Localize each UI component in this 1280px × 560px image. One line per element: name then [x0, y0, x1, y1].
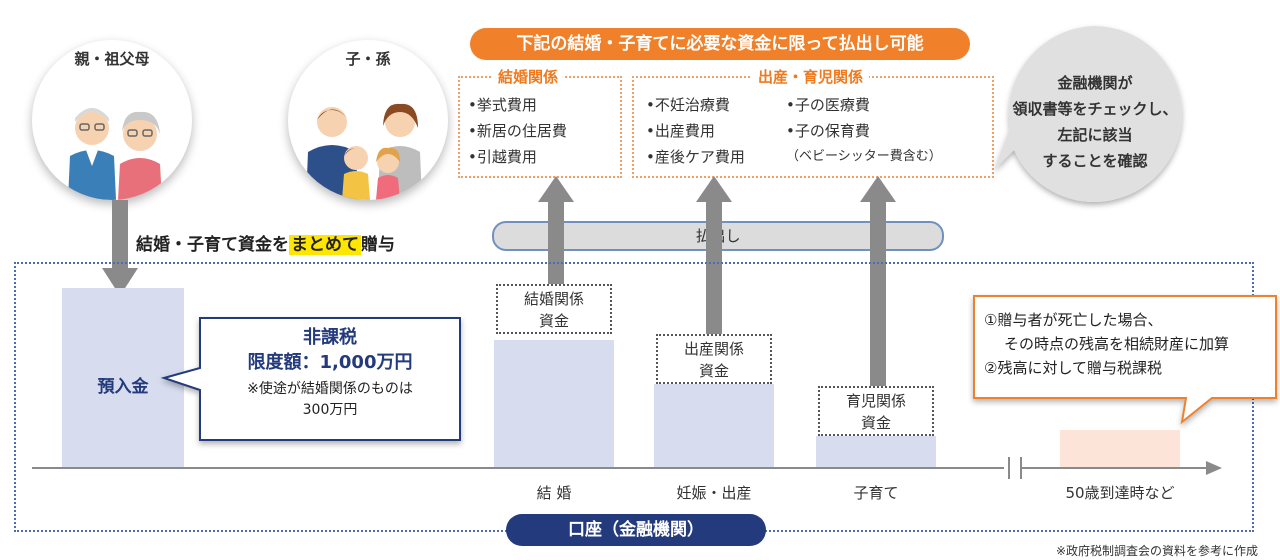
bank-bubble-shape: [994, 26, 1182, 202]
remaining-balance-bar: [1060, 430, 1180, 468]
list-item: （ベビーシッター費含む）: [786, 149, 942, 164]
termination-line: ①贈与者が死亡した場合、: [984, 311, 1163, 329]
tax-note-line: 300万円: [302, 402, 358, 418]
birth-fund-bar: [654, 384, 774, 468]
tax-limit-amount: 限度額：1,000万円: [247, 352, 413, 373]
list-item: •挙式費用: [468, 96, 537, 114]
fund-label-line: 資金: [698, 362, 729, 380]
children-label: 子・孫: [345, 50, 391, 68]
termination-line: その時点の残高を相続財産に加算: [1004, 335, 1230, 353]
fund-label-line: 結婚関係: [523, 290, 584, 308]
account-label: 口座（金融機関）: [506, 514, 766, 546]
axis-label-pregnancy: 妊娠・出産: [676, 484, 752, 502]
list-item: •子の保育費: [786, 122, 870, 140]
marriage-box-title: 結婚関係: [492, 66, 565, 87]
time-axis: [32, 467, 1004, 469]
time-axis-arrow-head: [1206, 461, 1222, 475]
bank-check-text: 金融機関が 領収書等をチェックし、 左記に該当 することを確認: [1010, 70, 1180, 174]
axis-label-age-50: 50歳到達時など: [1065, 484, 1175, 502]
gift-arrow-head: [102, 268, 138, 296]
childcare-fund-label: 育児関係 資金: [818, 386, 934, 436]
source-note: ※政府税制調査会の資料を参考に作成: [1055, 544, 1258, 558]
deposit-label: 預入金: [97, 377, 149, 397]
fund-label-line: 資金: [538, 312, 569, 330]
list-item: •子の医療費: [786, 96, 870, 114]
gift-caption-before: 結婚・子育て資金を: [136, 235, 289, 255]
list-item: •引越費用: [468, 148, 537, 166]
gift-caption-after: 贈与: [361, 235, 395, 255]
list-item: •新居の住居費: [468, 122, 567, 140]
birth-fund-label: 出産関係 資金: [656, 334, 772, 384]
marriage-fund-label: 結婚関係 資金: [496, 284, 612, 334]
marriage-fund-bar: [494, 340, 614, 468]
fund-label-line: 出産関係: [683, 340, 744, 358]
bank-check-line: 金融機関が: [1057, 74, 1133, 92]
axis-label-marriage: 結 婚: [536, 484, 572, 502]
list-item: •出産費用: [646, 122, 715, 140]
fund-label-line: 資金: [860, 414, 891, 432]
childbirth-expense-list-2: •子の医療費 •子の保育費 （ベビーシッター費含む）: [786, 92, 942, 170]
bank-check-line: 左記に該当: [1057, 126, 1133, 144]
withdrawal-condition-banner: 下記の結婚・子育てに必要な資金に限って払出し可能: [470, 28, 970, 60]
time-axis-continued: [1022, 467, 1208, 469]
bank-check-line: 領収書等をチェックし、: [1012, 100, 1178, 118]
childbirth-box-title: 出産・育児関係: [752, 66, 870, 87]
grandparents-illustration: [68, 108, 162, 200]
fund-label-line: 育児関係: [845, 392, 906, 410]
list-item: •産後ケア費用: [646, 148, 745, 166]
marriage-withdraw-arrow-head: [538, 176, 574, 202]
gift-caption-highlight: まとめて: [289, 235, 361, 255]
termination-text: ①贈与者が死亡した場合、 その時点の残高を相続財産に加算 ②残高に対して贈与税課…: [984, 308, 1229, 380]
account-label-text: 口座（金融機関）: [568, 520, 704, 540]
list-item: •不妊治療費: [646, 96, 730, 114]
childcare-withdraw-arrow-head: [860, 176, 896, 202]
tax-callout-text: 非課税 限度額：1,000万円 ※使途が結婚関係のものは 300万円: [200, 326, 460, 420]
gift-arrow-shaft: [112, 200, 128, 270]
tax-exempt-title: 非課税: [303, 327, 357, 348]
marriage-expense-list: •挙式費用 •新居の住居費 •引越費用: [468, 92, 567, 170]
termination-line: ②残高に対して贈与税課税: [984, 359, 1162, 377]
parents-label: 親・祖父母: [74, 50, 150, 68]
tax-callout-shape: [160, 317, 461, 441]
childcare-withdraw-arrow: [870, 196, 886, 386]
axis-break: [1008, 457, 1022, 479]
childcare-fund-bar: [816, 436, 936, 468]
gift-caption: 結婚・子育て資金をまとめて贈与: [136, 230, 395, 255]
birth-withdraw-arrow-head: [696, 176, 732, 202]
axis-label-childcare: 子育て: [853, 484, 899, 502]
parents-circle: 親・祖父母: [32, 40, 192, 200]
childbirth-expense-list-1: •不妊治療費 •出産費用 •産後ケア費用: [646, 92, 745, 170]
children-circle: 子・孫: [288, 40, 448, 200]
family-illustration: [306, 103, 422, 200]
bank-check-line: することを確認: [1042, 152, 1148, 170]
tax-note-line: ※使途が結婚関係のものは: [247, 381, 413, 397]
termination-callout-shape: [973, 295, 1277, 425]
birth-withdraw-arrow: [706, 196, 722, 336]
